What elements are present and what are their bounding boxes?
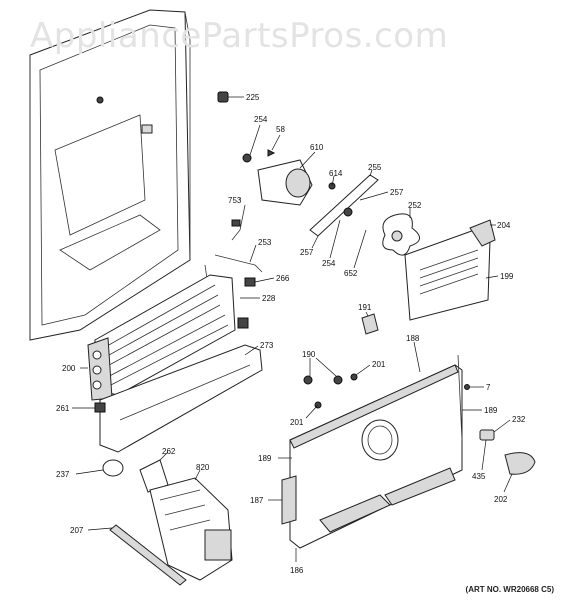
- callout-228: 228: [262, 294, 276, 303]
- callout-202: 202: [494, 495, 508, 504]
- callout-201-upper: 201: [372, 360, 386, 369]
- callout-610: 610: [310, 143, 324, 152]
- part-7: [464, 384, 470, 390]
- callout-201-lower: 201: [290, 418, 304, 427]
- callout-186: 186: [290, 566, 304, 575]
- callouts: 225 254 58 610 614 255 753 257 252 204 2…: [56, 93, 526, 575]
- callout-7: 7: [486, 383, 491, 392]
- part-254-upper: [242, 149, 276, 163]
- callout-254-lower: 254: [322, 259, 336, 268]
- callout-820: 820: [196, 463, 210, 472]
- part-225: [217, 91, 229, 103]
- part-191: [361, 313, 379, 335]
- callout-187: 187: [250, 496, 264, 505]
- part-820-icemaker: [149, 477, 233, 581]
- part-188-evap-cover: [281, 354, 463, 549]
- callout-252: 252: [408, 201, 422, 210]
- part-207-fill-tube: [109, 524, 187, 586]
- callout-652: 652: [344, 269, 358, 278]
- part-199-fan-cover: [404, 219, 496, 321]
- callout-753: 753: [228, 196, 242, 205]
- callout-190: 190: [302, 350, 316, 359]
- callout-255: 255: [368, 163, 382, 172]
- part-190-201: [303, 373, 358, 409]
- callout-257-lower: 257: [300, 248, 314, 257]
- callout-200: 200: [62, 364, 76, 373]
- callout-262: 262: [162, 447, 176, 456]
- callout-58: 58: [276, 125, 285, 134]
- callout-614: 614: [329, 169, 343, 178]
- callout-225: 225: [246, 93, 260, 102]
- callout-254-upper: 254: [254, 115, 268, 124]
- callout-253: 253: [258, 238, 272, 247]
- part-200-evaporator: [87, 274, 249, 401]
- callout-191: 191: [358, 303, 372, 312]
- callout-273: 273: [260, 341, 274, 350]
- callout-237: 237: [56, 470, 70, 479]
- part-232-435-202: [479, 429, 536, 475]
- watermark: AppliancePartsPros.com: [30, 16, 449, 56]
- freezer-liner: [29, 9, 191, 341]
- callout-189-left: 189: [258, 454, 272, 463]
- part-237: [102, 459, 124, 477]
- callout-266: 266: [276, 274, 290, 283]
- part-252-fan-blade: [382, 213, 420, 256]
- callout-257-upper: 257: [390, 188, 404, 197]
- callout-188: 188: [406, 334, 420, 343]
- art-number: (ART NO. WR20668 C5): [465, 585, 554, 594]
- part-255: [309, 174, 379, 237]
- callout-261: 261: [56, 404, 70, 413]
- callout-204: 204: [497, 221, 511, 230]
- callout-189-right: 189: [484, 406, 498, 415]
- part-273-drain-pan: [94, 344, 263, 453]
- callout-232: 232: [512, 415, 526, 424]
- callout-207: 207: [70, 526, 84, 535]
- callout-199: 199: [500, 272, 514, 281]
- callout-435: 435: [472, 472, 486, 481]
- part-610: [231, 159, 313, 241]
